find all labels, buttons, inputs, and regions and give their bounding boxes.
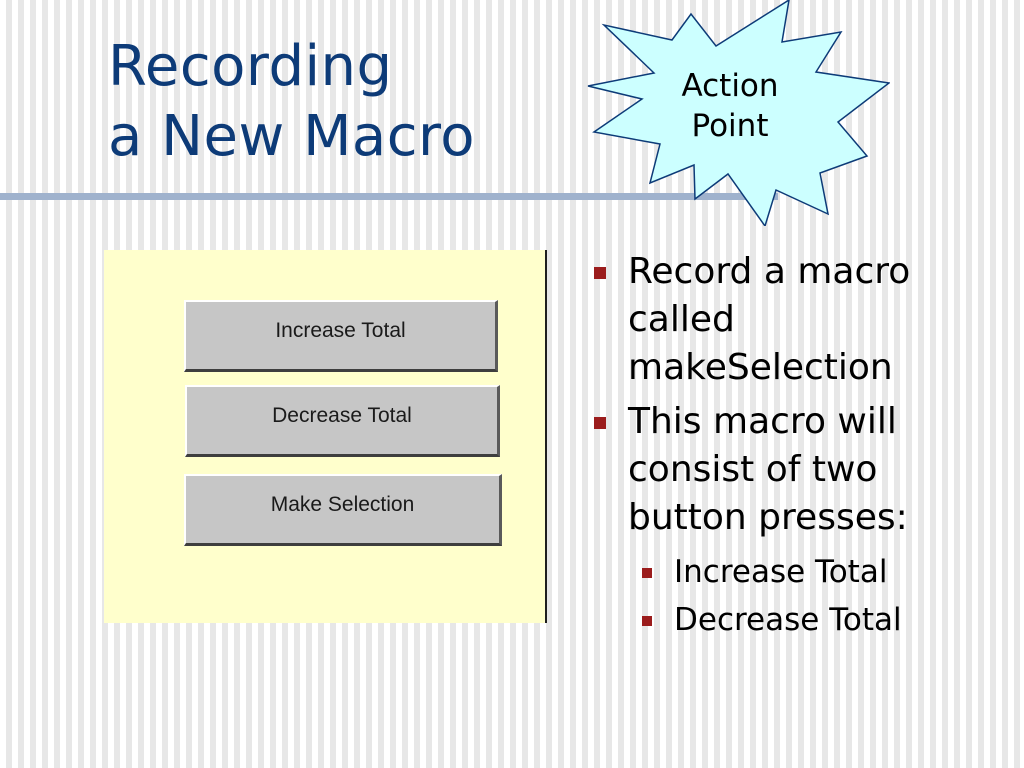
bullet-2-line-3: button presses: <box>628 497 908 538</box>
action-point-callout: Action Point <box>650 66 810 146</box>
make-selection-button[interactable]: Make Selection <box>184 474 502 546</box>
square-bullet-icon <box>642 568 652 578</box>
title-underline-rule <box>0 193 778 200</box>
slide-title-line-1: Recording <box>108 34 393 99</box>
decrease-total-button-label: Decrease Total <box>272 403 412 427</box>
action-point-starburst-icon <box>587 0 890 226</box>
bullet-list: Record a macro called makeSelection This… <box>590 248 1020 644</box>
bullet-item-record-macro: Record a macro called makeSelection <box>590 248 1020 392</box>
bullet-2-line-2: consist of two <box>628 449 878 490</box>
sub-bullet-2-text: Decrease Total <box>674 602 902 638</box>
bullet-2-line-1: This macro will <box>628 401 897 442</box>
square-bullet-icon <box>594 417 606 429</box>
macro-button-panel: Increase Total Decrease Total Make Selec… <box>104 250 547 623</box>
make-selection-button-label: Make Selection <box>270 492 415 516</box>
square-bullet-icon <box>642 616 652 626</box>
bullet-1-line-1: Record a macro <box>628 251 911 292</box>
sub-bullet-decrease-total: Decrease Total <box>638 596 1020 644</box>
callout-line-1: Action <box>681 68 779 104</box>
bullet-1-line-3: makeSelection <box>628 347 893 388</box>
sub-bullet-1-text: Increase Total <box>674 554 888 590</box>
sub-bullet-increase-total: Increase Total <box>638 548 1020 596</box>
slide-title: Recording a New Macro <box>108 32 475 172</box>
callout-line-2: Point <box>691 108 769 144</box>
slide-title-line-2: a New Macro <box>108 104 476 169</box>
bullet-1-line-2: called <box>628 299 735 340</box>
increase-total-button[interactable]: Increase Total <box>184 300 498 372</box>
decrease-total-button[interactable]: Decrease Total <box>185 385 500 457</box>
bullet-item-button-presses: This macro will consist of two button pr… <box>590 398 1020 542</box>
square-bullet-icon <box>594 267 606 279</box>
increase-total-button-label: Increase Total <box>275 318 406 342</box>
